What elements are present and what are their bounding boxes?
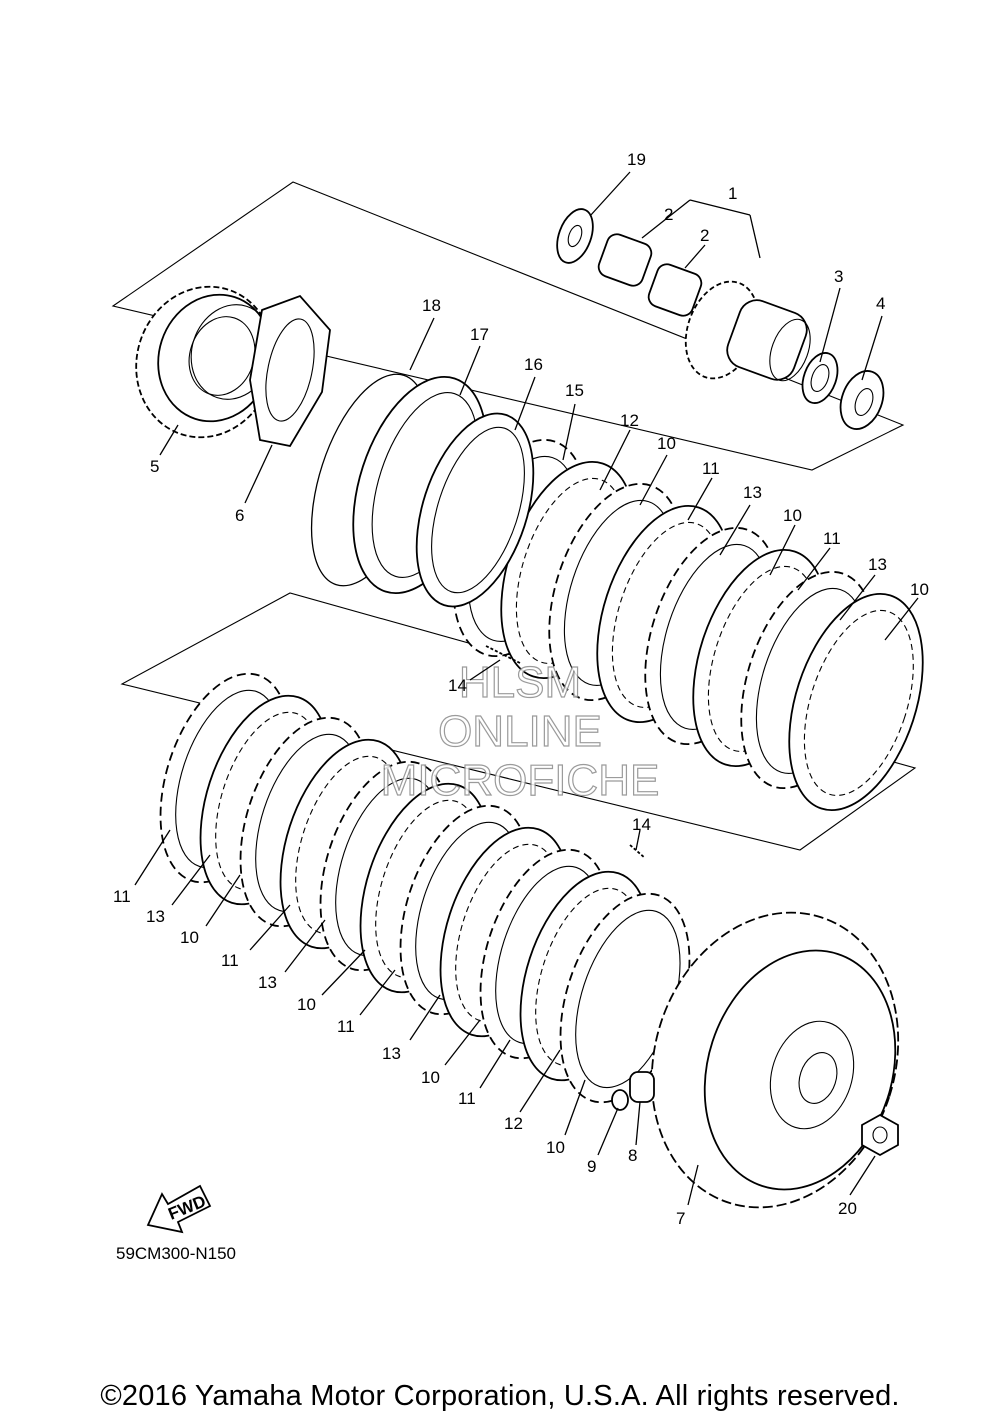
needle-bearing-b [647,263,703,317]
callout-11: 11 [702,459,720,478]
lock-nut [861,1113,899,1157]
clutch-spring-lower [629,844,646,859]
callout-18: 18 [422,296,441,315]
callout-1: 1 [728,184,737,203]
callout-11: 11 [458,1089,476,1108]
callout-13: 13 [382,1044,401,1063]
clutch-housing [650,911,900,1209]
callout-8: 8 [628,1146,637,1165]
callout-10: 10 [297,995,316,1014]
callout-11: 11 [221,951,239,970]
callout-13: 13 [258,973,277,992]
callout-labels: 19 1 2 2 3 4 18 17 16 15 12 10 11 13 10 … [113,150,929,1228]
callout-10: 10 [783,506,802,525]
upper-assembly-outline [111,181,905,471]
upper-clutch-plate-stack [452,438,924,812]
callout-10: 10 [180,928,199,947]
spring-seat-inner [431,426,525,594]
watermark: HLSM ONLINE MICROFICHE [380,657,660,805]
callout-7: 7 [676,1209,685,1228]
clutch-spring-upper [485,645,521,664]
washer-3 [801,352,839,404]
callout-19: 19 [627,150,646,169]
fwd-label: FWD [166,1192,209,1224]
callout-11: 11 [337,1017,355,1036]
callout-13: 13 [146,907,165,926]
callout-15: 15 [565,381,584,400]
thrust-washer [556,208,594,264]
leader-lines [134,171,919,1206]
spring-seat [415,412,535,608]
watermark-line-2: ONLINE [438,707,602,756]
watermark-line-3: MICROFICHE [381,756,660,805]
needle-bearing-a [597,233,653,287]
callout-10: 10 [546,1138,565,1157]
callout-13: 13 [743,483,762,502]
callout-13: 13 [868,555,887,574]
bushing-8 [629,1071,655,1103]
collar-9 [611,1089,629,1111]
callout-12: 12 [620,411,639,430]
callout-10: 10 [657,434,676,453]
primary-driven-gear [135,285,275,439]
callout-11: 11 [823,529,841,548]
callout-14: 14 [448,676,467,695]
callout-6: 6 [235,506,244,525]
upper-plate [788,592,924,812]
callout-2: 2 [664,205,673,224]
copyright-notice: ©2016 Yamaha Motor Corporation, U.S.A. A… [100,1380,900,1412]
callout-4: 4 [876,294,885,313]
callout-10: 10 [910,580,929,599]
callout-16: 16 [524,355,543,374]
fwd-arrow-icon: FWD [146,1184,212,1234]
lock-washer [249,294,331,448]
bearing-4 [839,370,885,430]
driven-gear-assembly [684,280,811,382]
lower-assembly-outline [120,592,917,851]
watermark-line-1: HLSM [459,658,581,707]
callout-11: 11 [113,887,131,906]
callout-10: 10 [421,1068,440,1087]
callout-5: 5 [150,457,159,476]
callout-2: 2 [700,226,709,245]
diagram-code: 59CM300-N150 [116,1244,237,1263]
callout-20: 20 [838,1199,857,1218]
callout-3: 3 [834,267,843,286]
callout-12: 12 [504,1114,523,1133]
lower-clutch-plate-stack [159,672,691,1104]
callout-17: 17 [470,325,489,344]
callout-14: 14 [632,815,651,834]
callout-9: 9 [587,1157,596,1176]
